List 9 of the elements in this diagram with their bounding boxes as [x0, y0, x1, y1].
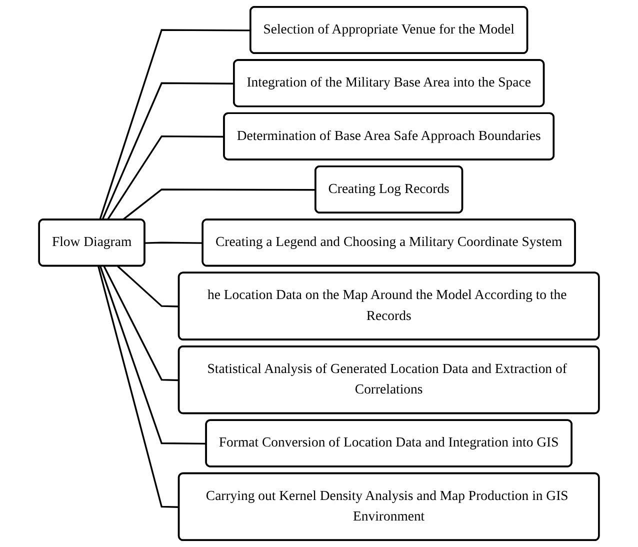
connector: [117, 266, 180, 308]
connector: [102, 82, 234, 220]
connector: [99, 29, 251, 220]
connector: [144, 242, 204, 244]
connector: [99, 266, 206, 445]
connector: [103, 266, 180, 382]
connector: [98, 266, 180, 508]
connector: [122, 188, 316, 221]
connector: [106, 135, 224, 220]
